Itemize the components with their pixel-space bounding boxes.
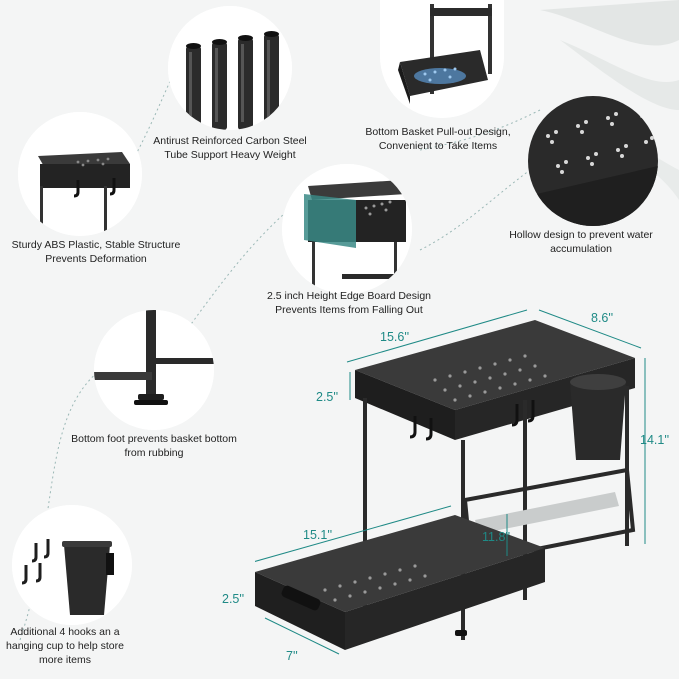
bottom-height-label: 2.5'' — [222, 592, 245, 606]
top-width-label: 8.6'' — [591, 311, 614, 325]
edge-feature-caption: 2.5 inch Height Edge Board Design Preven… — [266, 290, 432, 316]
hollow-feature-circle — [528, 96, 658, 226]
pullout-basket-icon — [380, 0, 504, 118]
foot-feature-circle — [94, 310, 214, 430]
hollow-holes-icon — [528, 96, 658, 226]
abs-plastic-icon — [18, 112, 142, 236]
rack-product-illustration — [255, 309, 646, 655]
abs-feature-circle — [18, 112, 142, 236]
hollow-feature-caption: Hollow design to prevent water accumulat… — [509, 229, 653, 255]
tube-feature-circle — [168, 6, 292, 130]
steel-tubes-icon — [168, 6, 292, 130]
bottom-foot-icon — [94, 310, 214, 430]
bottom-width-label: 7'' — [286, 649, 298, 663]
hooks-feature-caption: Additional 4 hooks an a hanging cup to h… — [6, 626, 124, 666]
hooks-feature-circle — [12, 505, 132, 625]
pullout-feature-circle — [380, 0, 504, 118]
edge-board-icon — [282, 164, 412, 294]
tube-feature-caption: Antirust Reinforced Carbon Steel Tube Su… — [153, 135, 307, 161]
top-height-label: 2.5'' — [316, 390, 339, 404]
inner-height-label: 11.8'' — [482, 530, 511, 544]
abs-feature-caption: Sturdy ABS Plastic, Stable Structure Pre… — [11, 239, 181, 265]
hooks-and-cup-icon — [12, 505, 132, 625]
top-length-label: 15.6'' — [380, 330, 410, 344]
foot-feature-caption: Bottom foot prevents basket bottom from … — [71, 433, 237, 459]
total-height-label: 14.1'' — [640, 433, 670, 447]
pullout-feature-caption: Bottom Basket Pull-out Design, Convenien… — [365, 126, 511, 152]
edge-feature-circle — [282, 164, 412, 294]
bottom-length-label: 15.1'' — [303, 528, 333, 542]
